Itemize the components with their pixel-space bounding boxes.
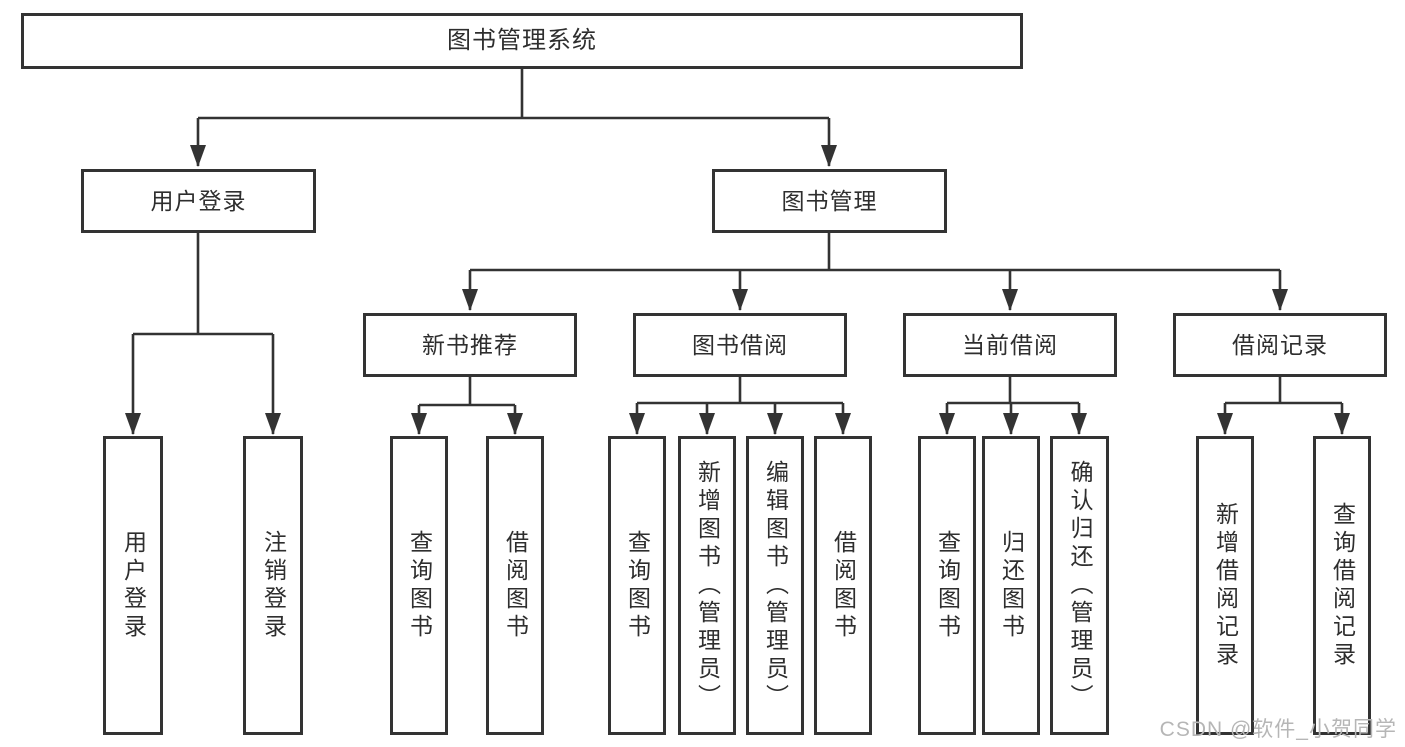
node-book-management: 图书管理	[712, 169, 947, 233]
node-current-borrowing: 当前借阅	[903, 313, 1117, 377]
csdn-watermark: CSDN @软件_小贺同学	[1159, 718, 1397, 741]
leaf-query-books-borrowing: 查询图书	[608, 436, 666, 735]
node-book-borrowing: 图书借阅	[633, 313, 847, 377]
leaf-add-books-admin: 新增图书（管理员）	[678, 436, 736, 735]
leaf-borrow-books: 借阅图书	[814, 436, 872, 735]
leaf-confirm-return-admin: 确认归还（管理员）	[1050, 436, 1109, 735]
leaf-edit-books-admin: 编辑图书（管理员）	[746, 436, 804, 735]
node-library-management-system: 图书管理系统	[21, 13, 1023, 69]
node-new-book-recommend: 新书推荐	[363, 313, 577, 377]
leaf-query-books-current: 查询图书	[918, 436, 976, 735]
leaf-borrow-books-recommend: 借阅图书	[486, 436, 544, 735]
leaf-return-books: 归还图书	[982, 436, 1040, 735]
leaf-query-books-recommend: 查询图书	[390, 436, 448, 735]
leaf-logout: 注销登录	[243, 436, 303, 735]
leaf-query-borrow-record: 查询借阅记录	[1313, 436, 1371, 735]
node-borrowing-records: 借阅记录	[1173, 313, 1387, 377]
node-user-login: 用户登录	[81, 169, 316, 233]
leaf-user-login: 用户登录	[103, 436, 163, 735]
leaf-add-borrow-record: 新增借阅记录	[1196, 436, 1254, 735]
